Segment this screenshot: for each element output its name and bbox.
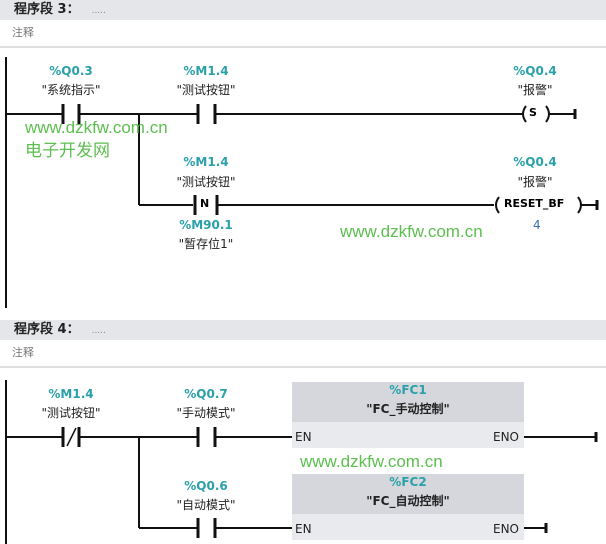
network-4-comment[interactable]: 注释: [0, 340, 606, 368]
en-pin: EN: [295, 430, 312, 444]
coil-symbol: "报警": [517, 175, 553, 189]
contact-symbol: "测试按钮": [176, 175, 236, 189]
watermark-name: 电子开发网: [25, 141, 110, 160]
network-dots: .....: [91, 6, 106, 16]
contact-address: %M1.4: [183, 64, 229, 78]
coil-s: [522, 105, 550, 123]
contact-address: %Q0.6: [184, 479, 228, 493]
aux-address: %M90.1: [179, 218, 233, 232]
contact-symbol: "系统指示": [41, 83, 101, 97]
fc1-block[interactable]: %FC1 "FC_手动控制" EN ENO: [292, 382, 524, 448]
eno-pin: ENO: [492, 430, 519, 444]
en-pin: EN: [295, 522, 312, 536]
comment-text: 注释: [12, 26, 34, 39]
contact-address: %M1.4: [48, 387, 94, 401]
fc2-title-area: %FC2 "FC_自动控制": [292, 474, 524, 514]
fc2-address: %FC2: [389, 475, 427, 489]
network-4-header[interactable]: 程序段 4：.....: [0, 320, 606, 340]
contact-type-n: N: [200, 197, 210, 210]
eno-pin: ENO: [492, 522, 519, 536]
watermark-url: www.dzkfw.com.cn: [25, 118, 168, 137]
fc1-name: "FC_手动控制": [366, 402, 450, 416]
coil-address: %Q0.4: [513, 64, 557, 78]
coil-reset-bf: [495, 196, 582, 214]
watermark-url-network4: www.dzkfw.com.cn: [300, 452, 443, 471]
coil-address: %Q0.4: [513, 155, 557, 169]
network-3-header[interactable]: 程序段 3：.....: [0, 0, 606, 20]
network-title: 程序段 3：: [14, 2, 80, 17]
contact-symbol: "手动模式": [176, 406, 236, 420]
contact-address: %Q0.3: [49, 64, 93, 78]
coil-type-s: S: [529, 106, 537, 119]
contact-symbol: "测试按钮": [41, 406, 101, 420]
reset-count: 4: [533, 218, 541, 232]
contact-address: %Q0.7: [184, 387, 228, 401]
aux-symbol: "暂存位1": [178, 237, 234, 251]
fc2-block[interactable]: %FC2 "FC_自动控制" EN ENO: [292, 474, 524, 540]
fc1-title-area: %FC1 "FC_手动控制": [292, 382, 524, 422]
contact-symbol: "测试按钮": [176, 83, 236, 97]
fc1-address: %FC1: [389, 383, 427, 397]
coil-symbol: "报警": [517, 83, 553, 97]
coil-type-reset-bf: RESET_BF: [504, 197, 565, 210]
network-title: 程序段 4：: [14, 322, 80, 337]
network-3-comment[interactable]: 注释: [0, 20, 606, 48]
contact-symbol: "自动模式": [176, 498, 236, 512]
fc2-name: "FC_自动控制": [366, 494, 450, 508]
watermark-url: www.dzkfw.com.cn: [340, 222, 483, 241]
network-dots: .....: [91, 326, 106, 336]
comment-text: 注释: [12, 346, 34, 359]
contact-address: %M1.4: [183, 155, 229, 169]
